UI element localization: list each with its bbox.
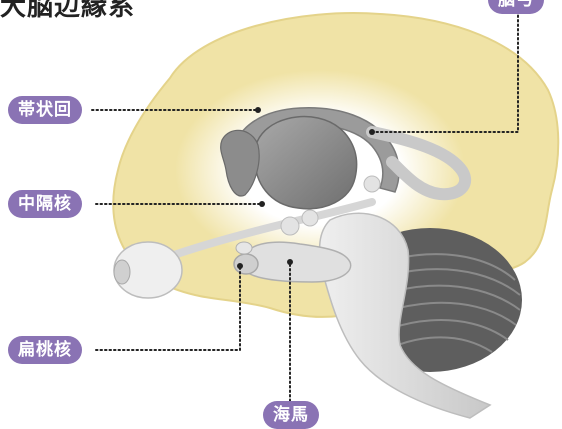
amygdala-label: 扁桃核	[8, 336, 82, 364]
septal-nucleus-label: 中隔核	[8, 190, 82, 218]
fornix-label: 脳弓	[488, 0, 544, 14]
amygdala-upper	[236, 242, 252, 254]
amygdala	[234, 254, 258, 274]
eye	[114, 242, 182, 298]
hippocampus-label: 海馬	[263, 401, 319, 429]
mammillary-body	[302, 210, 318, 226]
page-title: 大脳辺縁系	[0, 0, 135, 23]
cingulate-gyrus-label: 帯状回	[8, 96, 82, 124]
mammillary-body	[281, 217, 299, 235]
mammillary-body	[364, 176, 380, 192]
thalamus	[255, 117, 357, 209]
